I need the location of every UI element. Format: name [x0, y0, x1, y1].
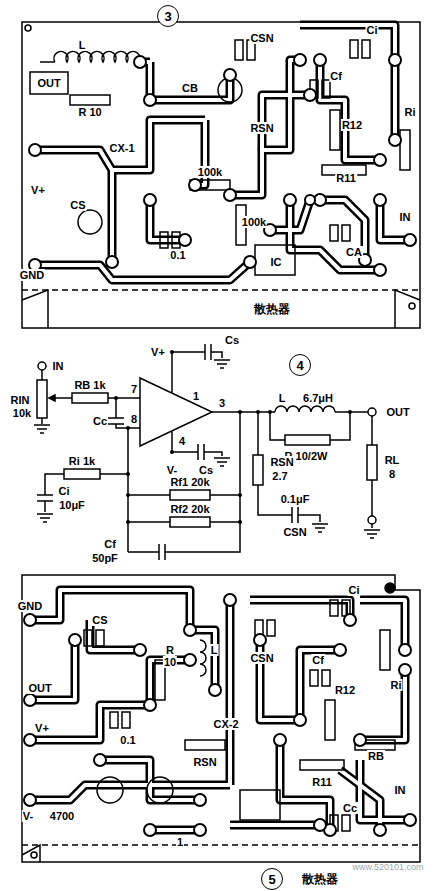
part-label: 4: [178, 435, 186, 447]
part-label: Rf1 20k: [169, 476, 210, 488]
part-label: 10k: [12, 407, 32, 419]
part-label: OUT: [385, 406, 410, 418]
part-label: R: [165, 644, 175, 656]
part-label: GND: [19, 269, 45, 281]
part-label: 100k: [241, 216, 267, 228]
part-label: IN: [399, 211, 412, 223]
part-label: IC: [270, 256, 283, 268]
part-label: CS: [69, 199, 86, 211]
part-label: 0.1: [119, 734, 136, 746]
part-label: CSN: [282, 526, 307, 538]
part-label: L: [278, 392, 287, 404]
part-label: Ri 1k: [68, 455, 96, 467]
part-label: 100k: [197, 166, 223, 178]
part-label: Cc: [92, 415, 108, 427]
part-label: 3: [218, 397, 226, 409]
part-label: CX-1: [108, 142, 135, 154]
part-label: RSN: [269, 456, 294, 468]
part-label: Ci: [58, 485, 71, 497]
callout-circle: 3: [157, 5, 179, 27]
callout-number: 4: [296, 359, 303, 372]
part-label: Ri: [404, 106, 417, 118]
part-label: IN: [394, 784, 407, 796]
part-label: R12: [334, 684, 356, 696]
part-label: RB: [367, 750, 385, 762]
part-label: GND: [17, 600, 43, 612]
part-label: CSN: [249, 652, 274, 664]
part-label: L: [78, 39, 87, 51]
part-label: V+: [150, 346, 166, 358]
watermark: www.520101.com: [351, 862, 424, 872]
part-label: Cf: [103, 538, 117, 550]
part-label: CX-2: [212, 718, 239, 730]
part-label: CA: [345, 246, 363, 258]
part-label: R12: [341, 119, 363, 131]
part-label: V-: [22, 810, 34, 822]
part-label: IN: [52, 360, 65, 372]
callout-number: 3: [164, 10, 171, 23]
part-label: Ci: [348, 584, 361, 596]
part-label: 10: [163, 656, 177, 668]
part-label: OUT: [36, 77, 61, 89]
part-label: RB 1k: [73, 379, 106, 391]
part-label: Cc: [342, 802, 358, 814]
part-label: RIN: [10, 394, 31, 406]
part-label: RL: [384, 454, 401, 466]
part-label: 7: [130, 383, 138, 395]
part-label: 50pF: [91, 552, 119, 564]
part-label: V+: [34, 722, 50, 734]
callout-number: 5: [268, 873, 275, 886]
part-label: 散热器: [301, 871, 339, 888]
part-label: RSN: [192, 756, 217, 768]
part-label: 0.1: [169, 249, 186, 261]
part-label: CB: [181, 82, 199, 94]
part-label: Rf2 20k: [169, 503, 210, 515]
part-label: Ri: [390, 679, 403, 691]
part-label: 1: [176, 836, 184, 848]
part-label: 4700: [49, 810, 75, 822]
part-label: Cf: [311, 654, 325, 666]
part-label: 6.7μH: [302, 392, 334, 404]
callout-circle: 4: [289, 354, 311, 376]
part-label: R11: [311, 776, 333, 788]
part-label: OUT: [27, 682, 52, 694]
part-label: 10μF: [58, 499, 86, 511]
part-label: 8: [130, 413, 138, 425]
part-label: Cs: [224, 334, 240, 346]
callout-circle: 5: [261, 868, 283, 890]
part-label: 2.7: [271, 470, 288, 482]
part-label: V-: [166, 464, 178, 476]
part-label: Cs: [198, 464, 214, 476]
part-label: CSN: [249, 32, 274, 44]
part-label: RSN: [249, 122, 274, 134]
part-label: 0.1μF: [280, 493, 311, 505]
part-label: 8: [388, 468, 396, 480]
part-label: 1: [192, 390, 200, 402]
part-label: L: [210, 644, 219, 656]
part-label: Ci: [366, 24, 379, 36]
part-label: Cf: [329, 70, 343, 82]
part-label: CS: [91, 614, 108, 626]
part-label: R 10: [77, 106, 102, 118]
part-label: V+: [30, 184, 46, 196]
part-label: R11: [335, 172, 357, 184]
part-label: 散热器: [253, 301, 291, 318]
